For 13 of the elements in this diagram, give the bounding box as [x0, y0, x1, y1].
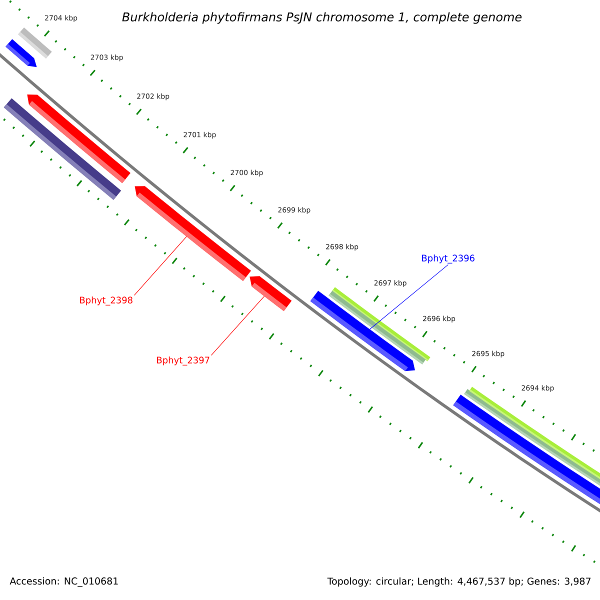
leader-line: [370, 264, 448, 330]
title: Burkholderia phytofirmans PsJN chromosome 1, complete genome: [122, 12, 522, 24]
gene-block: [18, 28, 52, 59]
gene-label: Bphyt_2396: [422, 254, 474, 264]
leader-line: [134, 236, 187, 296]
gene-label: Bphyt_2398: [80, 296, 132, 306]
gene-block: [27, 94, 130, 184]
leader-line: [210, 296, 265, 356]
footer-text: Topology: circular; Length: 4,467,537 bp; Genes: 3,987: [327, 577, 590, 587]
gene-block: [250, 276, 292, 312]
gene-block: [134, 186, 251, 281]
footer-text: Accession: NC_010681: [10, 577, 118, 587]
gene-label: Bphyt_2397: [157, 356, 210, 366]
